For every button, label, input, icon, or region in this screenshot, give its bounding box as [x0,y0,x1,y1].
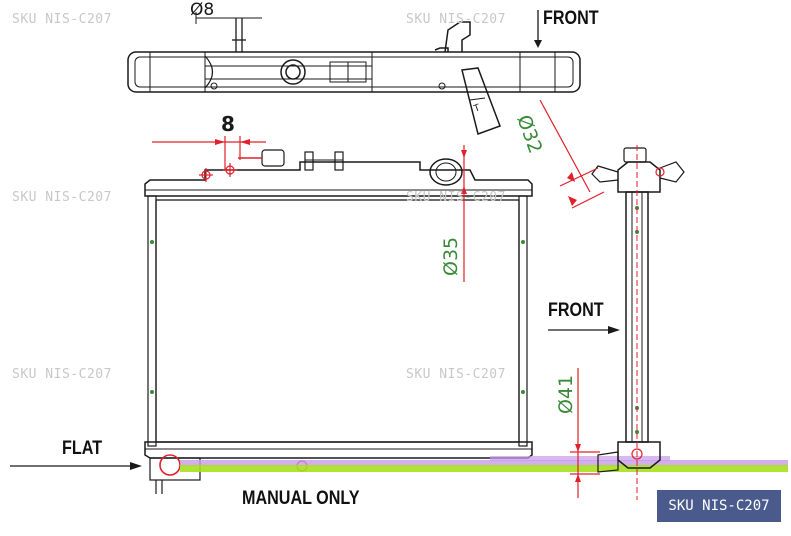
watermark: SKU NIS-C207 [406,12,506,27]
phi8-dimension-label: Ø8 [190,0,215,20]
highlight-band-violet-short [490,456,670,461]
side-upper-hose [591,165,619,183]
watermark: SKU NIS-C207 [12,367,112,382]
top-bracket-right [334,151,344,171]
top-tank-curve [204,55,214,89]
watermark: SKU NIS-C207 [12,190,112,205]
watermark: SKU NIS-C207 [406,190,506,205]
side-top-tank [617,161,661,193]
upper-hose-inlet [429,158,463,186]
outlet-spout [461,67,501,135]
side-breather [659,161,685,183]
phi41-arrow [575,444,581,452]
flat-label: FLAT [62,438,103,459]
upper-hose-inlet-inner [435,162,457,182]
top-view: T [127,18,581,135]
mount-marker [521,390,525,394]
eight-arrow [215,139,225,145]
red-markers [159,163,308,476]
mount-markers [150,240,525,394]
mount-marker [150,240,154,244]
phi32-ext [559,167,599,187]
side-lower-hose [597,451,619,473]
phi41-dimension [570,368,600,498]
side-red-marker [631,448,643,460]
side-marker [635,430,639,434]
watermark: SKU NIS-C207 [12,12,112,27]
eight-arrow [240,139,250,145]
phi35-arrow [461,186,467,194]
highlight-band-lime [180,465,788,472]
front-view [144,149,533,494]
front-label-side: FRONT [548,300,604,321]
upper-hose-flange [434,47,449,52]
side-red-marker [655,167,665,177]
phi35-dimension-label: Ø35 [440,236,462,276]
highlight-band-violet [180,460,788,466]
phi32-dimension [539,99,605,209]
mount-marker [150,390,154,394]
filler-neck-inner [285,64,301,80]
filler-neck-ring [280,59,306,85]
phi32-arrow [568,196,577,206]
eight-dimension-label: 8 [221,112,235,136]
top-bracket-left [304,151,314,171]
phi32-ext [571,191,605,209]
phi41-dimension-label: Ø41 [555,374,577,414]
svg-text:T: T [472,102,482,114]
mount-marker [521,240,525,244]
phi32-leader [539,99,591,193]
watermark: SKU NIS-C207 [406,367,506,382]
side-view [591,147,685,473]
phi41-arrow [575,474,581,482]
front-label-top: FRONT [543,8,599,29]
radiator-cap [261,149,285,167]
top-tank-inner [134,56,574,88]
front-arrow-side-head [608,326,620,334]
side-cap [623,147,647,163]
left-side-plate [147,195,157,447]
phi32-arrow [567,172,575,182]
eight-dimension [152,136,266,170]
top-tank-outline [127,51,581,93]
mount-hole [210,82,218,90]
phi8-dimension [195,12,262,24]
sku-badge: SKU NIS-C207 [657,490,781,522]
top-tank-front [144,161,533,197]
front-arrow-top-head [534,40,542,48]
phi35-arrow [461,150,467,158]
upper-hose-fitting [444,21,471,53]
outlet-bead [469,97,486,101]
flat-arrow-head [130,462,142,470]
mount-hole [438,82,446,90]
manual-only-label: MANUAL ONLY [242,488,360,509]
phi35-dimension [461,145,467,282]
bottom-tank-front [144,441,533,459]
right-side-plate [518,195,528,447]
